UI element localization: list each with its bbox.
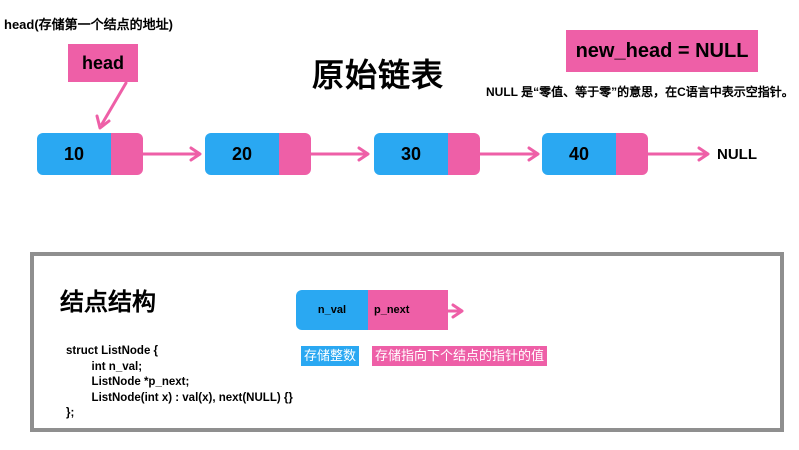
head-pointer-box: head [68,44,138,82]
node-next-field [279,133,311,175]
node-next-field [616,133,648,175]
list-node-4: 40 [542,133,648,175]
list-node-2: 20 [205,133,311,175]
list-node-3: 30 [374,133,480,175]
new-head-box: new_head = NULL [566,30,758,72]
legend-val-field: n_val [296,290,368,330]
head-caption: head(存储第一个结点的地址) [4,17,174,32]
node-next-field [448,133,480,175]
node-value: 30 [374,133,448,175]
next-description-tag: 存储指向下个结点的指针的值 [372,346,548,366]
list-node-1: 10 [37,133,143,175]
node-value: 20 [205,133,279,175]
val-description-tag: 存储整数 [301,346,360,366]
node-value: 40 [542,133,616,175]
null-note: NULL 是“零值、等于零”的意思，在C语言中表示空指针。 [486,85,794,99]
struct-panel [30,252,784,432]
diagram-title: 原始链表 [312,57,445,93]
node-value: 10 [37,133,111,175]
node-next-field [111,133,143,175]
legend-next-field: p_next [368,290,448,330]
head-pointer-arrow [100,81,128,126]
null-terminator-label: NULL [717,146,757,163]
struct-title: 结点结构 [60,289,156,316]
legend-node: n_val p_next [296,290,448,330]
struct-code: struct ListNode { int n_val; ListNode *p… [66,345,293,419]
